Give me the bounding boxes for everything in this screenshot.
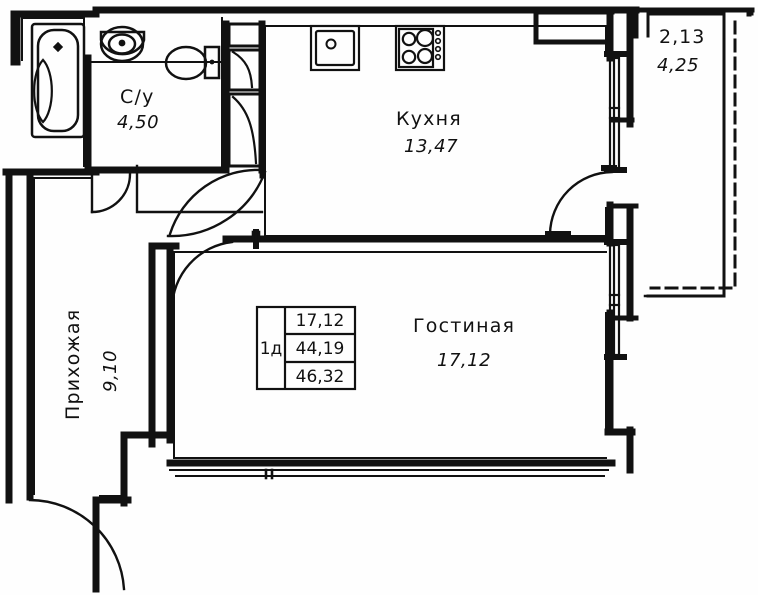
wall-connectors bbox=[533, 9, 639, 321]
room-area-living-room: 17,12 bbox=[437, 350, 492, 371]
stamp-area-without-balcony: 44,19 bbox=[295, 339, 345, 359]
living-room-door bbox=[170, 240, 234, 310]
balcony-area-counted: 2,13 bbox=[659, 26, 706, 48]
room-label-kitchen: Кухня bbox=[396, 108, 462, 130]
closet-niche bbox=[227, 22, 262, 168]
inner-wall-outlines bbox=[21, 17, 609, 497]
kitchen-window bbox=[608, 56, 621, 170]
window-wall-stubs bbox=[604, 51, 627, 360]
wall-notches bbox=[264, 468, 274, 480]
balcony-door-jamb bbox=[545, 165, 617, 237]
room-area-hallway: 9,10 bbox=[100, 349, 121, 392]
stamp-rooms-code: 1д bbox=[259, 339, 283, 359]
toilet bbox=[164, 45, 221, 81]
room-label-living-room: Гостиная bbox=[413, 315, 516, 337]
toilet-button bbox=[209, 59, 215, 65]
kitchen-sink-drain bbox=[325, 38, 337, 50]
kitchen-door-arc bbox=[166, 170, 267, 238]
balcony bbox=[633, 7, 755, 39]
balcony-dashed-edge bbox=[649, 20, 737, 290]
room-area-bathroom: 4,50 bbox=[117, 112, 160, 133]
washbasin-tap bbox=[118, 39, 126, 47]
room-area-kitchen: 13,47 bbox=[404, 136, 459, 157]
washbasin bbox=[99, 25, 146, 63]
kitchen-stove bbox=[394, 24, 446, 72]
structural-walls bbox=[2, 6, 640, 593]
room-label-bathroom: С/у bbox=[120, 86, 155, 108]
balcony-door bbox=[548, 170, 614, 236]
bathtub-drain bbox=[52, 41, 64, 53]
bathtub bbox=[30, 22, 86, 139]
area-stamp-box bbox=[255, 305, 357, 391]
balcony-inner-edge bbox=[643, 38, 726, 298]
balcony-area-total: 4,25 bbox=[657, 55, 700, 76]
kitchen-wall-notch bbox=[251, 230, 261, 243]
closet-door-upper bbox=[231, 50, 254, 89]
stove-knobs bbox=[434, 29, 442, 61]
stamp-living-area: 17,12 bbox=[295, 311, 345, 331]
stamp-area-with-balcony: 46,32 bbox=[295, 367, 345, 387]
entrance-door bbox=[28, 498, 126, 591]
room-label-hallway: Прихожая bbox=[62, 308, 84, 420]
living-room-door-jamb bbox=[223, 229, 259, 249]
kitchen-door bbox=[135, 164, 264, 236]
kitchen-sink bbox=[309, 24, 361, 72]
bathroom-door bbox=[90, 172, 132, 214]
closet-door-lower bbox=[231, 95, 258, 165]
